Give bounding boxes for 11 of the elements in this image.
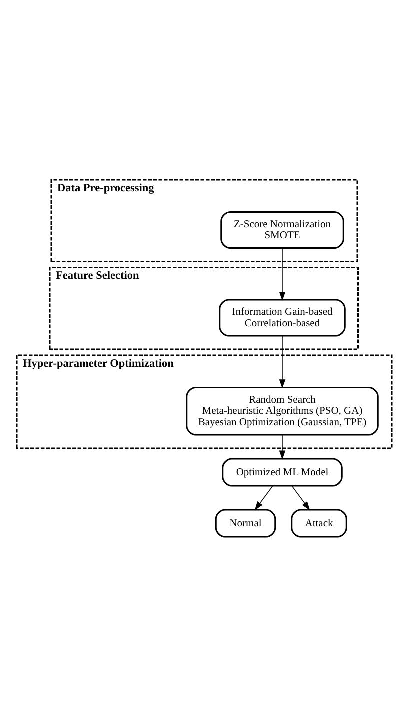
arrow	[292, 485, 310, 510]
node-box: Normal	[215, 508, 276, 538]
node-box: Attack	[291, 508, 348, 538]
node-box: Optimized ML Model	[222, 458, 343, 486]
arrow	[254, 485, 274, 510]
arrow	[279, 248, 286, 300]
arrow	[279, 335, 286, 388]
node-box: Random Search Meta-heuristic Algorithms (PSO, GA) Bayesian Optimization (Gaussian, TPE)	[186, 386, 379, 436]
node-box: Z-Score Normalization SMOTE	[220, 211, 344, 248]
arrow	[279, 434, 286, 460]
node-box: Information Gain-based Correlation-based	[219, 298, 346, 336]
